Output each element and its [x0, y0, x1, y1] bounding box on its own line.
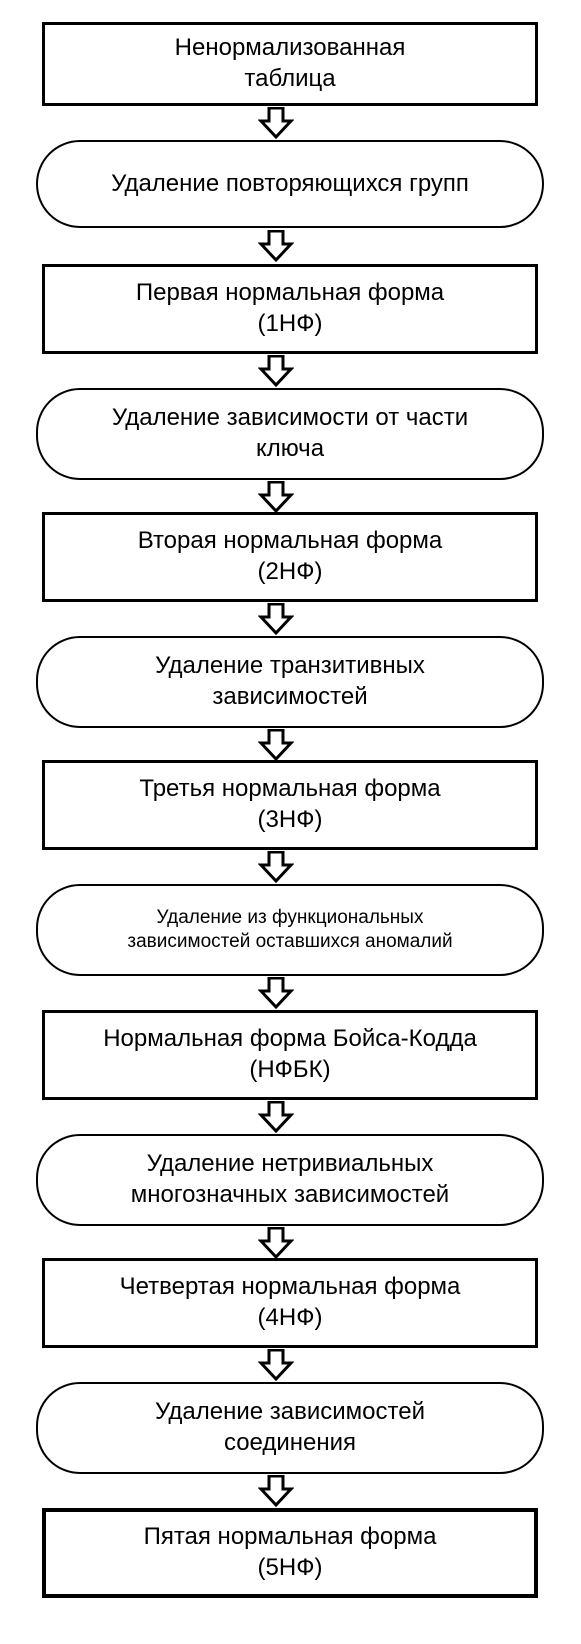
node-label-line: Удаление повторяющихся групп	[111, 169, 469, 197]
node-label-line: (4НФ)	[257, 1304, 323, 1331]
node-label-line: Пятая нормальная форма	[143, 1523, 437, 1551]
node-remove-repeating-groups: Удаление повторяющихся групп	[36, 140, 544, 228]
node-label-line: (1НФ)	[257, 310, 323, 337]
node-label-line: ключа	[255, 435, 325, 462]
down-arrow-icon	[258, 603, 294, 635]
node-label-line: Удаление зависимости от части	[111, 404, 469, 432]
node-first-normal-form: Первая нормальная форма (1НФ)	[42, 264, 538, 354]
down-arrow-icon	[258, 851, 294, 883]
node-label-line: Удаление из функциональных	[156, 906, 424, 928]
node-remove-remaining-anomalies: Удаление из функциональных зависимостей …	[36, 884, 544, 976]
node-label-line: (3НФ)	[257, 806, 323, 833]
node-label-line: Вторая нормальная форма	[137, 527, 443, 555]
down-arrow-icon	[258, 1227, 294, 1259]
node-boyce-codd-normal-form: Нормальная форма Бойса-Кодда (НФБК)	[42, 1010, 538, 1100]
node-remove-transitive-dependencies: Удаление транзитивных зависимостей	[36, 636, 544, 728]
node-remove-partial-key-dependency: Удаление зависимости от части ключа	[36, 388, 544, 480]
node-label-line: соединения	[223, 1429, 357, 1456]
node-second-normal-form: Вторая нормальная форма (2НФ)	[42, 512, 538, 602]
node-unnormalized-table: Ненормализованная таблица	[42, 22, 538, 106]
node-label-line: Первая нормальная форма	[135, 279, 445, 307]
node-label-line: зависимостей	[212, 683, 368, 710]
node-label-line: Третья нормальная форма	[139, 775, 441, 803]
node-label-line: (2НФ)	[257, 558, 323, 585]
node-fifth-normal-form: Пятая нормальная форма (5НФ)	[42, 1508, 538, 1598]
node-fourth-normal-form: Четвертая нормальная форма (4НФ)	[42, 1258, 538, 1348]
down-arrow-icon	[258, 1101, 294, 1133]
down-arrow-icon	[258, 481, 294, 513]
down-arrow-icon	[258, 1349, 294, 1381]
node-remove-join-dependencies: Удаление зависимостей соединения	[36, 1382, 544, 1474]
node-label-line: Удаление транзитивных	[155, 652, 425, 680]
down-arrow-icon	[258, 977, 294, 1009]
node-label-line: Ненормализованная	[174, 34, 406, 62]
node-label-line: (НФБК)	[249, 1056, 331, 1083]
node-label-line: Удаление зависимостей	[155, 1398, 425, 1426]
down-arrow-icon	[258, 107, 294, 139]
node-label-line: Четвертая нормальная форма	[119, 1273, 461, 1301]
down-arrow-icon	[258, 230, 294, 262]
node-third-normal-form: Третья нормальная форма (3НФ)	[42, 760, 538, 850]
node-label-line: Нормальная форма Бойса-Кодда	[103, 1025, 477, 1053]
node-label-line: (5НФ)	[257, 1554, 323, 1581]
node-remove-multivalued-dependencies: Удаление нетривиальных многозначных зави…	[36, 1134, 544, 1226]
node-label-line: таблица	[244, 65, 336, 92]
down-arrow-icon	[258, 355, 294, 387]
node-label-line: зависимостей оставшихся аномалий	[127, 931, 453, 952]
node-label-line: Удаление нетривиальных	[146, 1150, 434, 1178]
down-arrow-icon	[258, 729, 294, 761]
node-label-line: многозначных зависимостей	[130, 1181, 450, 1208]
down-arrow-icon	[258, 1475, 294, 1507]
